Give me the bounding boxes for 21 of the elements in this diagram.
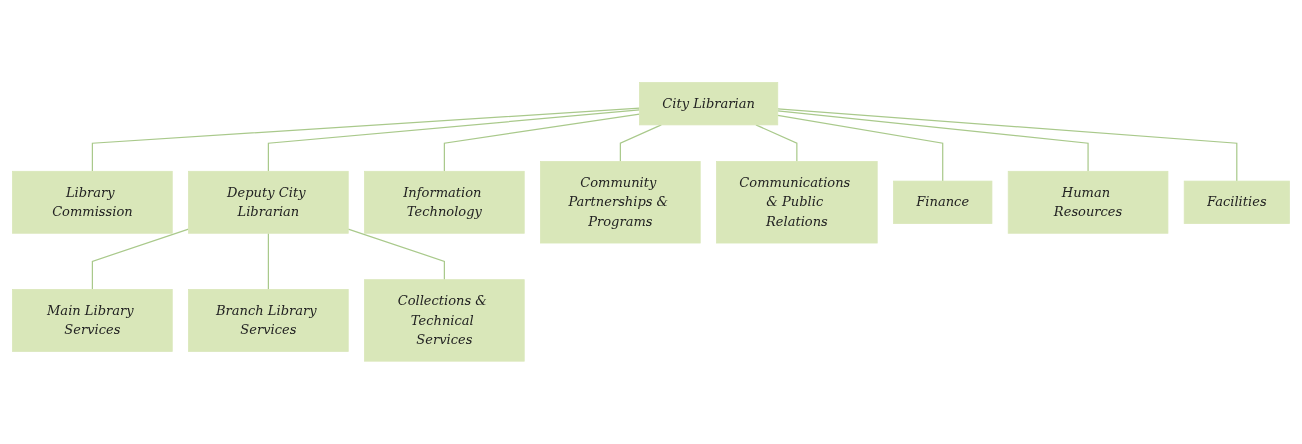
connector bbox=[267, 109, 641, 173]
connector bbox=[777, 114, 944, 182]
node-box: Information Technology bbox=[364, 171, 525, 234]
node-box: Human Resources bbox=[1007, 171, 1169, 234]
node-box: Finance bbox=[893, 180, 993, 225]
node-box: Branch Library Services bbox=[188, 289, 349, 352]
node-box: City Librarian bbox=[639, 82, 779, 126]
connector bbox=[267, 232, 270, 291]
node-box: Collections & Technical Services bbox=[364, 279, 525, 362]
node-box: Communications & Public Relations bbox=[716, 161, 878, 244]
connector bbox=[91, 228, 190, 291]
node-box: Deputy City Librarian bbox=[188, 171, 349, 234]
node-box: Facilities bbox=[1183, 180, 1290, 225]
connector bbox=[443, 113, 641, 173]
node-box: Community Partnerships & Programs bbox=[540, 161, 701, 244]
connector bbox=[91, 107, 641, 173]
node-box: Main Library Services bbox=[12, 289, 173, 352]
connector bbox=[777, 110, 1089, 173]
connector bbox=[777, 108, 1238, 182]
node-box: Library Commission bbox=[12, 171, 173, 234]
connector bbox=[347, 228, 445, 281]
